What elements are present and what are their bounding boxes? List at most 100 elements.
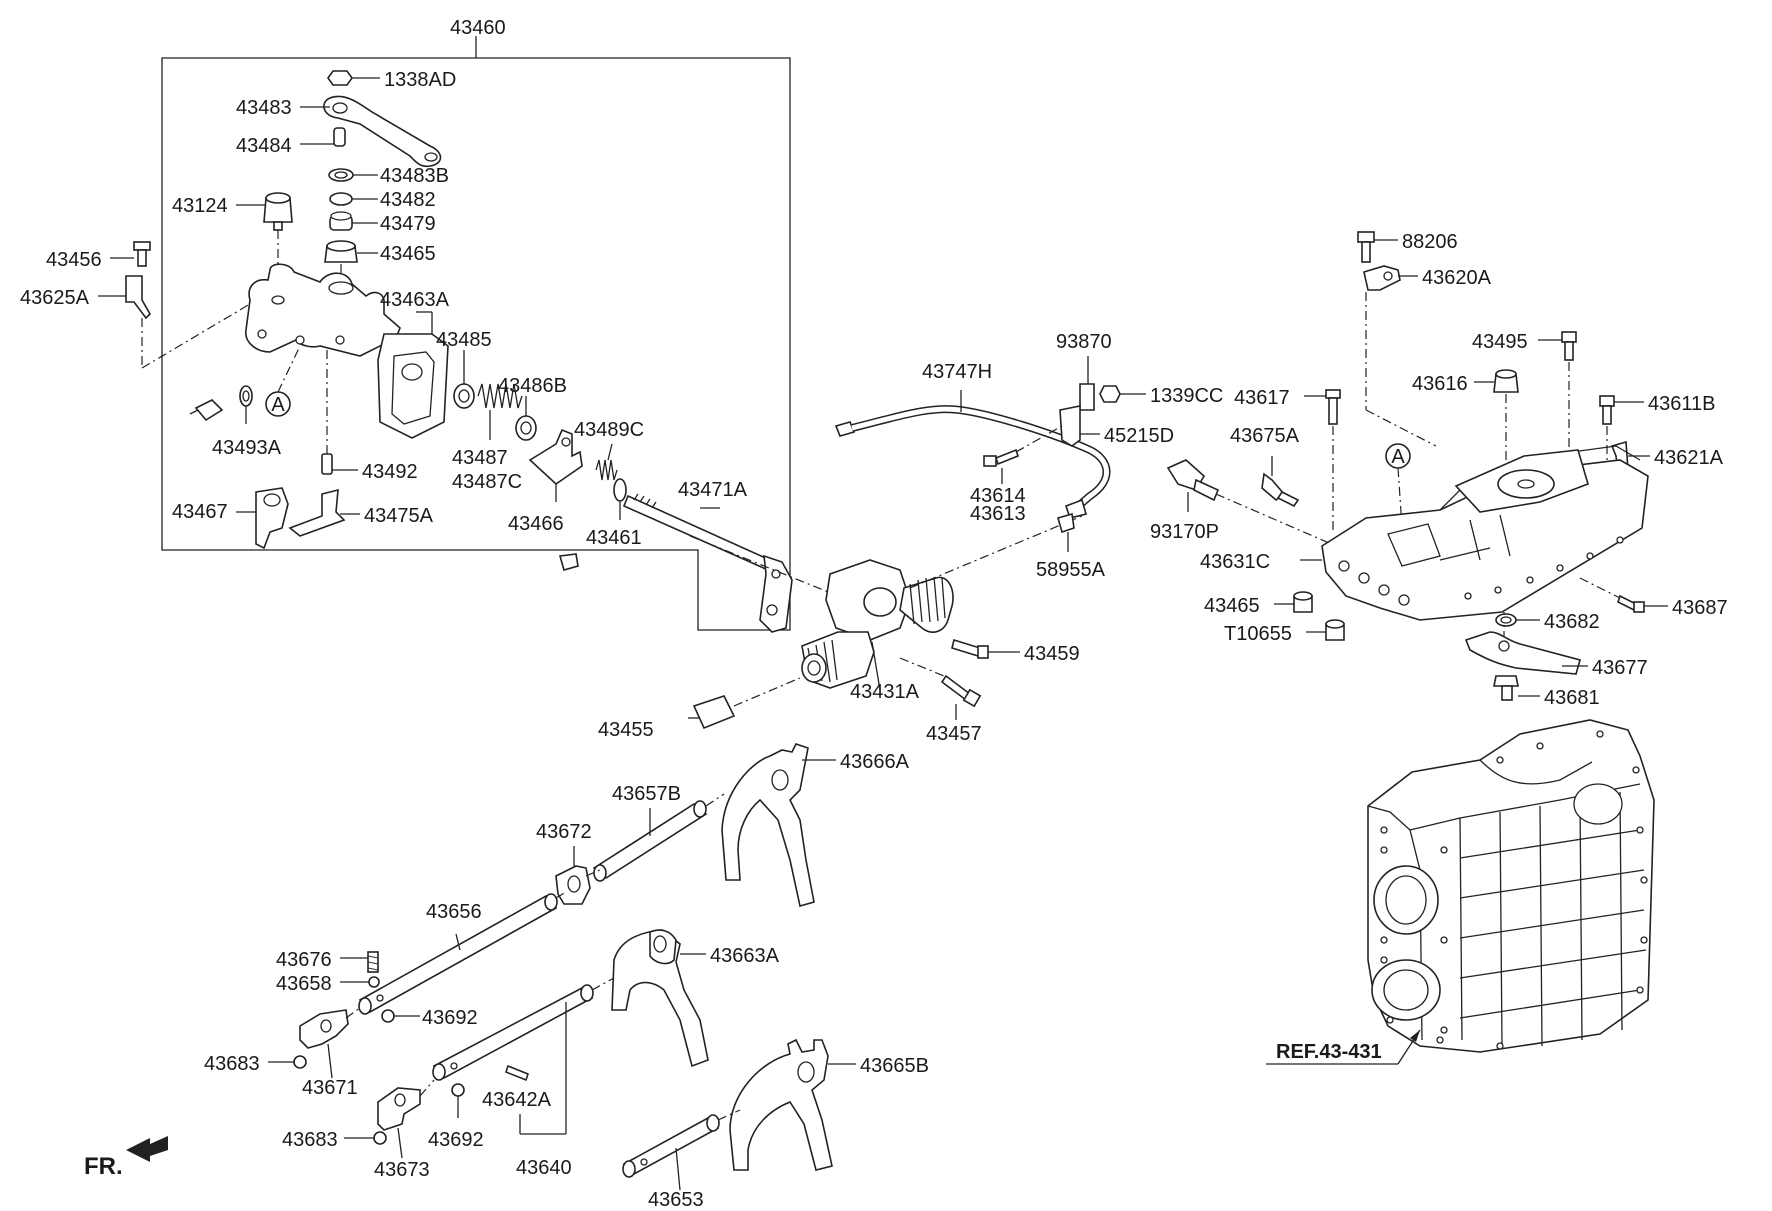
label-43675A: 43675A [1230,425,1300,447]
screw-43683-lower [344,1131,387,1145]
plug-43465-lower [1274,591,1313,613]
bracket-45215D [1059,405,1100,447]
label-43625A: 43625A [20,287,90,309]
label-43459: 43459 [1024,643,1080,665]
sensor-93170P [1166,459,1220,512]
label-43456: 43456 [46,249,102,271]
label-43640: 43640 [516,1157,572,1179]
seal-43485 [453,350,475,409]
label-93870: 93870 [1056,331,1112,353]
valve-body-43631C [1300,445,1649,621]
label-43611B: 43611B [1648,393,1715,415]
nut-1338AD [327,70,380,86]
ball-43692-upper [381,1009,420,1023]
bolt-43495 [1538,331,1577,361]
label-43687: 43687 [1672,597,1728,619]
sensor-small [189,399,224,422]
label-43486B: 43486B [498,375,567,397]
label-43620A: 43620A [1422,267,1492,289]
rod-43657B [592,793,725,882]
washer-43493A [239,385,253,424]
label-43682: 43682 [1544,611,1600,633]
label-43671: 43671 [302,1077,358,1099]
label-58955A: 58955A [1036,559,1106,581]
plate-43677 [1464,631,1588,675]
label-43663A: 43663A [710,945,780,967]
label-43692-upper: 43692 [422,1007,478,1029]
label-43495: 43495 [1472,331,1528,353]
label-43673: 43673 [374,1159,430,1181]
actuator-43431A [801,559,954,691]
label-43487C: 43487C [452,471,522,493]
hose-43747H [834,390,1111,519]
spring-43487 [477,383,523,440]
fitting-58955A [1057,512,1075,552]
nut-1339CC [1099,385,1146,403]
oring-43461 [613,478,627,520]
label-43621A: 43621A [1654,447,1724,469]
label-43747H: 43747H [922,361,992,383]
label-43483B: 43483B [380,165,449,187]
label-43681: 43681 [1544,687,1600,709]
label-43657B: 43657B [612,783,681,805]
ball-43692-lower [451,1083,465,1118]
rod-43656 [358,893,558,1015]
shaft-43471A [622,493,793,633]
label-43465-lower: 43465 [1204,595,1260,617]
bolt-43617 [1304,389,1341,425]
part-labels: 43460 1338AD 43483 43484 43483B 43482 43… [20,17,1728,1211]
bolt-43681 [1493,675,1540,701]
pipe-43455 [515,553,736,730]
bolt-43675A [1261,456,1300,508]
fork-43663A [611,929,709,1068]
bolt-43611B [1599,395,1644,425]
label-43487: 43487 [452,447,508,469]
ball-43658 [340,976,380,988]
label-1339CC: 1339CC [1150,385,1223,407]
label-43484: 43484 [236,135,292,157]
bolt-43614 [983,448,1019,484]
fork-43666A [721,743,836,908]
plug-43616 [1474,369,1519,393]
screw-43683-upper [268,1055,307,1069]
bushing-43479 [329,211,378,231]
label-43665B: 43665B [860,1055,929,1077]
plug-T10655 [1306,619,1345,641]
bolt-43459 [951,638,1020,659]
rod-43640 [432,984,594,1135]
cap-43465-upper [324,240,378,263]
label-43461: 43461 [586,527,642,549]
clip-93870 [1079,356,1095,411]
label-43493A: 43493A [212,437,282,459]
callout-A-right-text: A [1391,446,1405,468]
front-direction-arrow [126,1136,168,1162]
label-43613: 43613 [970,503,1026,525]
label-43482: 43482 [380,189,436,211]
housing-43463A [245,263,449,439]
label-ref-43-431: REF.43-431 [1276,1041,1382,1063]
label-43658: 43658 [276,973,332,995]
lever-43475A [288,488,360,537]
transmission-case-reference [1367,719,1655,1053]
bracket-43620A [1363,265,1418,291]
label-43616: 43616 [1412,373,1468,395]
block-43673 [377,1087,421,1159]
label-43463A: 43463A [380,289,450,311]
label-43676: 43676 [276,949,332,971]
label-43653: 43653 [648,1189,704,1211]
label-43692-lower: 43692 [428,1129,484,1151]
bolt-88206 [1357,231,1398,263]
label-front: FR. [84,1153,123,1180]
bracket-43466 [528,428,583,502]
label-43457: 43457 [926,723,982,745]
label-T10655: T10655 [1224,623,1292,645]
block-43671 [299,1009,349,1079]
label-43483: 43483 [236,97,292,119]
label-43683-upper: 43683 [204,1053,260,1075]
label-93170P: 93170P [1150,521,1219,543]
callout-A-left-text: A [271,394,285,416]
label-43492: 43492 [362,461,418,483]
label-43485: 43485 [436,329,492,351]
label-43656: 43656 [426,901,482,923]
